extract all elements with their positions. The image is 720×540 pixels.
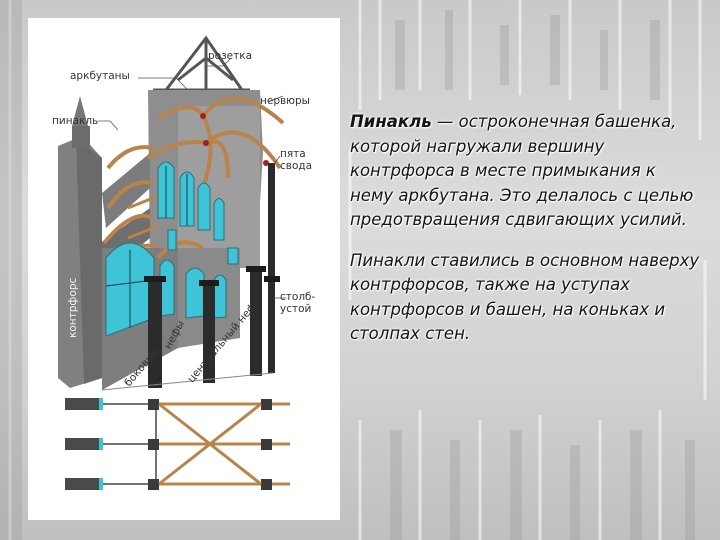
description-text: Пинакль — остроконечная башенка, которой…: [350, 110, 700, 347]
label-vault-heel-1: пята: [280, 148, 306, 160]
label-leaders: [98, 57, 286, 299]
label-pinnacle: пинакль: [52, 115, 99, 127]
paragraph-pinnacle: Пинакль — остроконечная башенка, которой…: [350, 110, 700, 233]
ground-line: [101, 372, 274, 391]
paragraph-2: Пинакли ставились в основном наверху кон…: [350, 250, 700, 344]
label-vault-heel-2: свода: [280, 160, 313, 172]
diagram-panel: розетка аркбутаны нервюры пинакль пята с…: [28, 18, 340, 520]
label-pillar-2: устой: [280, 303, 312, 315]
ribs-and-arches: [102, 96, 285, 268]
pillars: [148, 163, 275, 388]
label-pillar-1: столб-: [280, 291, 316, 303]
pinnacle-shape: [72, 96, 88, 126]
plan-view: [65, 398, 290, 490]
term-pinnacle: Пинакль: [350, 112, 432, 131]
label-rosette: розетка: [208, 50, 253, 62]
label-flying-buttresses: аркбутаны: [70, 70, 130, 82]
label-buttress: контрфорс: [67, 277, 79, 338]
paragraph-1-body: — остроконечная башенка, которой нагружа…: [350, 112, 694, 229]
roof-truss: [153, 35, 250, 92]
cathedral-section-diagram: [58, 35, 290, 490]
label-ribs: нервюры: [260, 95, 310, 107]
